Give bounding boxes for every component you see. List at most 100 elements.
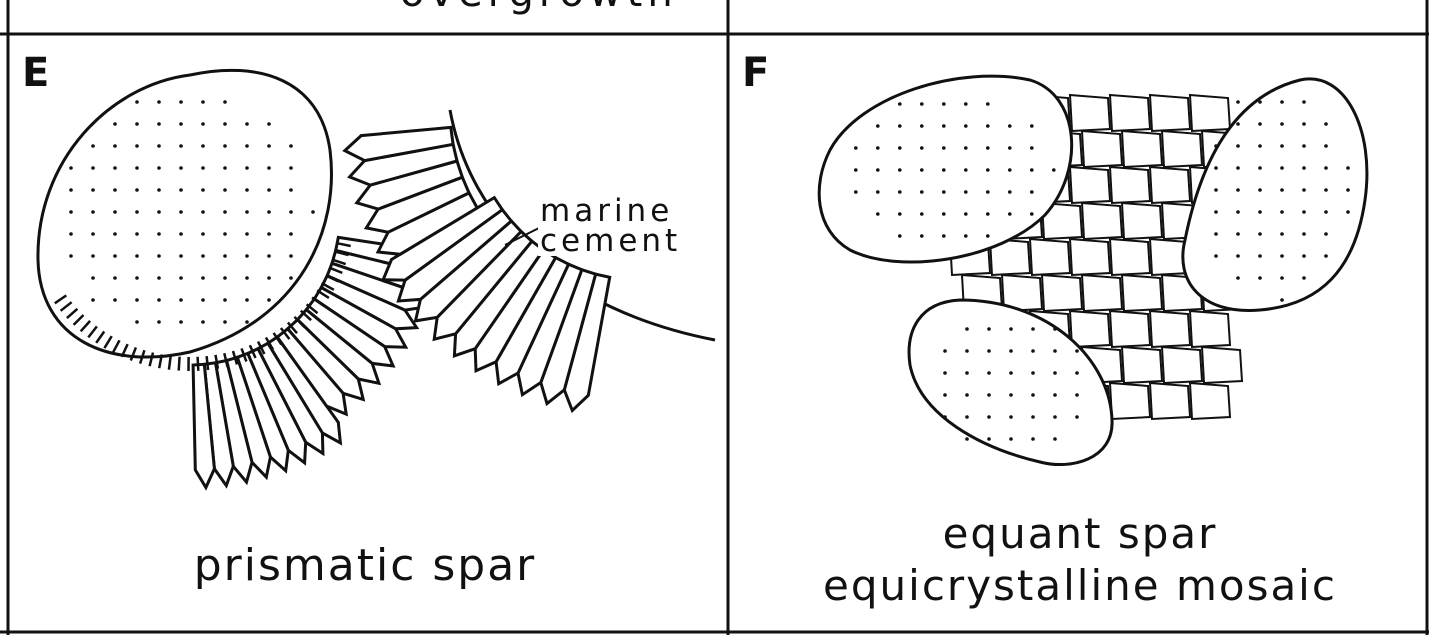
stipple-dot: [1346, 166, 1350, 170]
stipple-dot: [1236, 122, 1240, 126]
stipple-dot: [898, 212, 902, 216]
cement-tick: [198, 357, 199, 371]
stipple-dot: [135, 210, 139, 214]
stipple-dot: [201, 188, 205, 192]
stipple-dot: [965, 415, 969, 419]
stipple-dot: [1280, 276, 1284, 280]
stipple-dot: [267, 232, 271, 236]
stipple-dot: [1236, 210, 1240, 214]
stipple-dot: [223, 122, 227, 126]
stipple-dot: [964, 146, 968, 150]
stipple-dot: [986, 102, 990, 106]
stipple-dot: [157, 232, 161, 236]
stipple-dot: [311, 210, 315, 214]
stipple-dot: [1030, 190, 1034, 194]
stipple-dot: [179, 188, 183, 192]
stipple-dot: [943, 371, 947, 375]
stipple-dot: [179, 166, 183, 170]
stipple-dot: [179, 232, 183, 236]
stipple-dot: [898, 124, 902, 128]
stipple-dot: [854, 146, 858, 150]
stipple-dot: [1053, 349, 1057, 353]
stipple-dot: [113, 144, 117, 148]
stipple-dot: [898, 234, 902, 238]
stipple-dot: [964, 168, 968, 172]
stipple-dot: [201, 210, 205, 214]
stipple-dot: [920, 190, 924, 194]
stipple-dot: [942, 146, 946, 150]
stipple-dot: [179, 254, 183, 258]
stipple-dot: [1030, 124, 1034, 128]
stipple-dot: [201, 298, 205, 302]
stipple-dot: [179, 100, 183, 104]
mosaic-crystal: [1122, 131, 1162, 167]
mosaic-crystal: [1110, 167, 1150, 203]
panel-f-label: F: [742, 50, 769, 96]
stipple-dot: [245, 144, 249, 148]
stipple-dot: [1008, 124, 1012, 128]
stipple-dot: [223, 298, 227, 302]
stipple-dot: [267, 210, 271, 214]
stipple-dot: [1258, 254, 1262, 258]
mosaic-crystal: [1030, 239, 1070, 275]
stipple-dot: [987, 327, 991, 331]
stipple-dot: [289, 254, 293, 258]
stipple-dot: [245, 232, 249, 236]
stipple-dot: [113, 166, 117, 170]
stipple-dot: [157, 254, 161, 258]
stipple-dot: [245, 320, 249, 324]
stipple-dot: [91, 210, 95, 214]
stipple-dot: [91, 166, 95, 170]
stipple-dot: [965, 371, 969, 375]
stipple-dot: [201, 166, 205, 170]
stipple-dot: [245, 298, 249, 302]
mosaic-crystal: [1162, 131, 1202, 167]
stipple-dot: [1280, 210, 1284, 214]
stipple-dot: [986, 190, 990, 194]
stipple-dot: [135, 100, 139, 104]
stipple-dot: [1075, 349, 1079, 353]
stipple-dot: [267, 166, 271, 170]
panel-e-label: E: [22, 50, 49, 96]
stipple-dot: [898, 102, 902, 106]
stipple-dot: [1258, 276, 1262, 280]
stipple-dot: [1214, 166, 1218, 170]
stipple-dot: [942, 102, 946, 106]
stipple-dot: [245, 122, 249, 126]
stipple-dot: [201, 276, 205, 280]
stipple-dot: [135, 320, 139, 324]
stipple-dot: [1214, 210, 1218, 214]
stipple-dot: [223, 210, 227, 214]
stipple-dot: [1008, 146, 1012, 150]
stipple-dot: [245, 210, 249, 214]
stipple-dot: [267, 254, 271, 258]
stipple-dot: [179, 298, 183, 302]
stipple-dot: [1053, 437, 1057, 441]
stipple-dot: [943, 349, 947, 353]
stipple-dot: [245, 276, 249, 280]
mosaic-crystal: [1110, 383, 1150, 419]
stipple-dot: [157, 276, 161, 280]
mosaic-crystal: [1070, 239, 1110, 275]
stipple-dot: [223, 188, 227, 192]
stipple-dot: [1236, 188, 1240, 192]
stipple-dot: [876, 124, 880, 128]
stipple-dot: [1280, 298, 1284, 302]
mosaic-crystal: [1070, 311, 1110, 347]
stipple-dot: [1280, 254, 1284, 258]
stipple-dot: [1236, 276, 1240, 280]
stipple-dot: [1009, 349, 1013, 353]
stipple-dot: [267, 188, 271, 192]
stipple-dot: [245, 254, 249, 258]
stipple-dot: [135, 276, 139, 280]
stipple-dot: [1302, 166, 1306, 170]
stipple-dot: [113, 232, 117, 236]
stipple-dot: [942, 168, 946, 172]
mosaic-crystal: [1150, 311, 1190, 347]
cement-tick: [179, 357, 180, 371]
stipple-dot: [987, 371, 991, 375]
mosaic-crystal: [1190, 311, 1230, 347]
stipple-dot: [1280, 188, 1284, 192]
stipple-dot: [1258, 100, 1262, 104]
